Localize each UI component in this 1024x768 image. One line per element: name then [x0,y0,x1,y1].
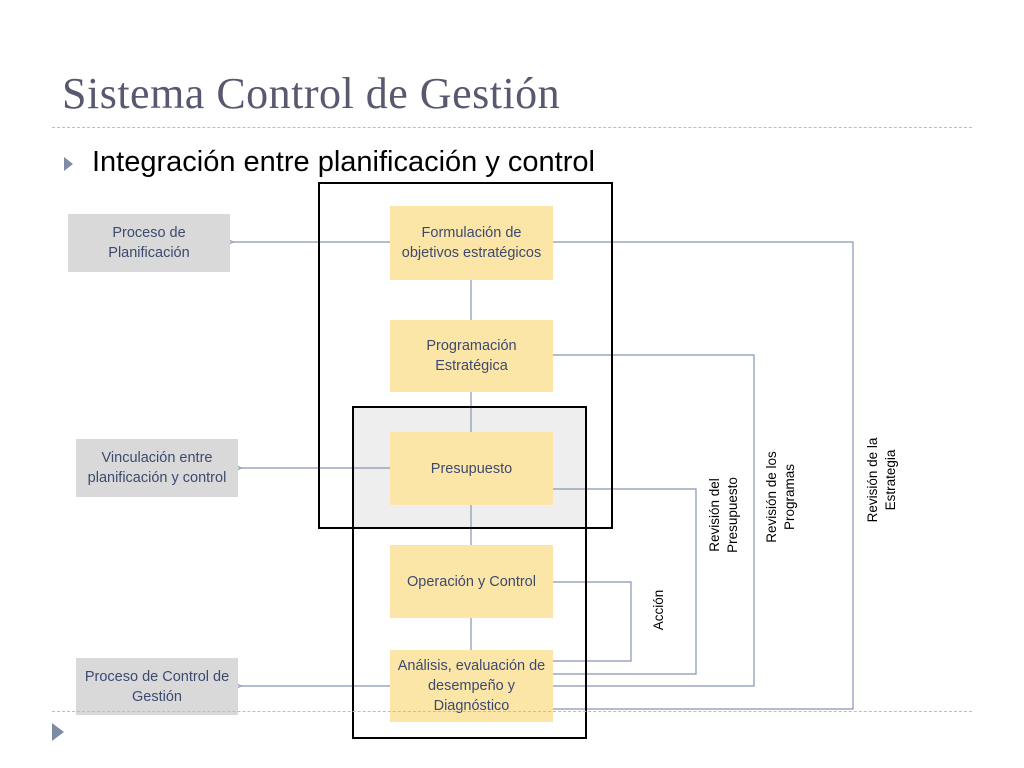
planning-frame [318,182,613,529]
control-frame [352,406,587,739]
loop-revision-presupuesto [553,488,697,675]
nav-arrow-icon[interactable] [52,723,64,741]
loop-revision-programas [553,354,755,687]
side-box-vinculacion: Vinculación entre planificación y contro… [76,439,238,497]
box-presupuesto: Presupuesto [390,432,553,505]
side-box-planificacion: Proceso de Planificación [68,214,230,272]
label-revision-presupuesto: Revisión del Presupuesto [707,477,740,553]
box-operacion: Operación y Control [390,545,553,618]
box-analisis: Análisis, evaluación de desempeño y Diag… [390,650,553,722]
loop-revision-estrategia [553,241,854,710]
label-accion: Acción [651,589,666,631]
box-formulacion: Formulación de objetivos estratégicos [390,206,553,280]
box-programacion: Programación Estratégica [390,320,553,392]
footer-divider [52,711,972,712]
loop-accion [553,581,632,662]
label-revision-programas: Revisión de los Programas [764,451,797,543]
slide-title: Sistema Control de Gestión [62,69,561,118]
side-box-control-gestion: Proceso de Control de Gestión [76,658,238,715]
bullet-arrow-icon [64,157,73,171]
bullet-text: Integración entre planificación y contro… [92,146,595,178]
label-revision-estrategia: Revisión de la Estrategia [865,437,898,523]
title-divider [52,127,972,128]
